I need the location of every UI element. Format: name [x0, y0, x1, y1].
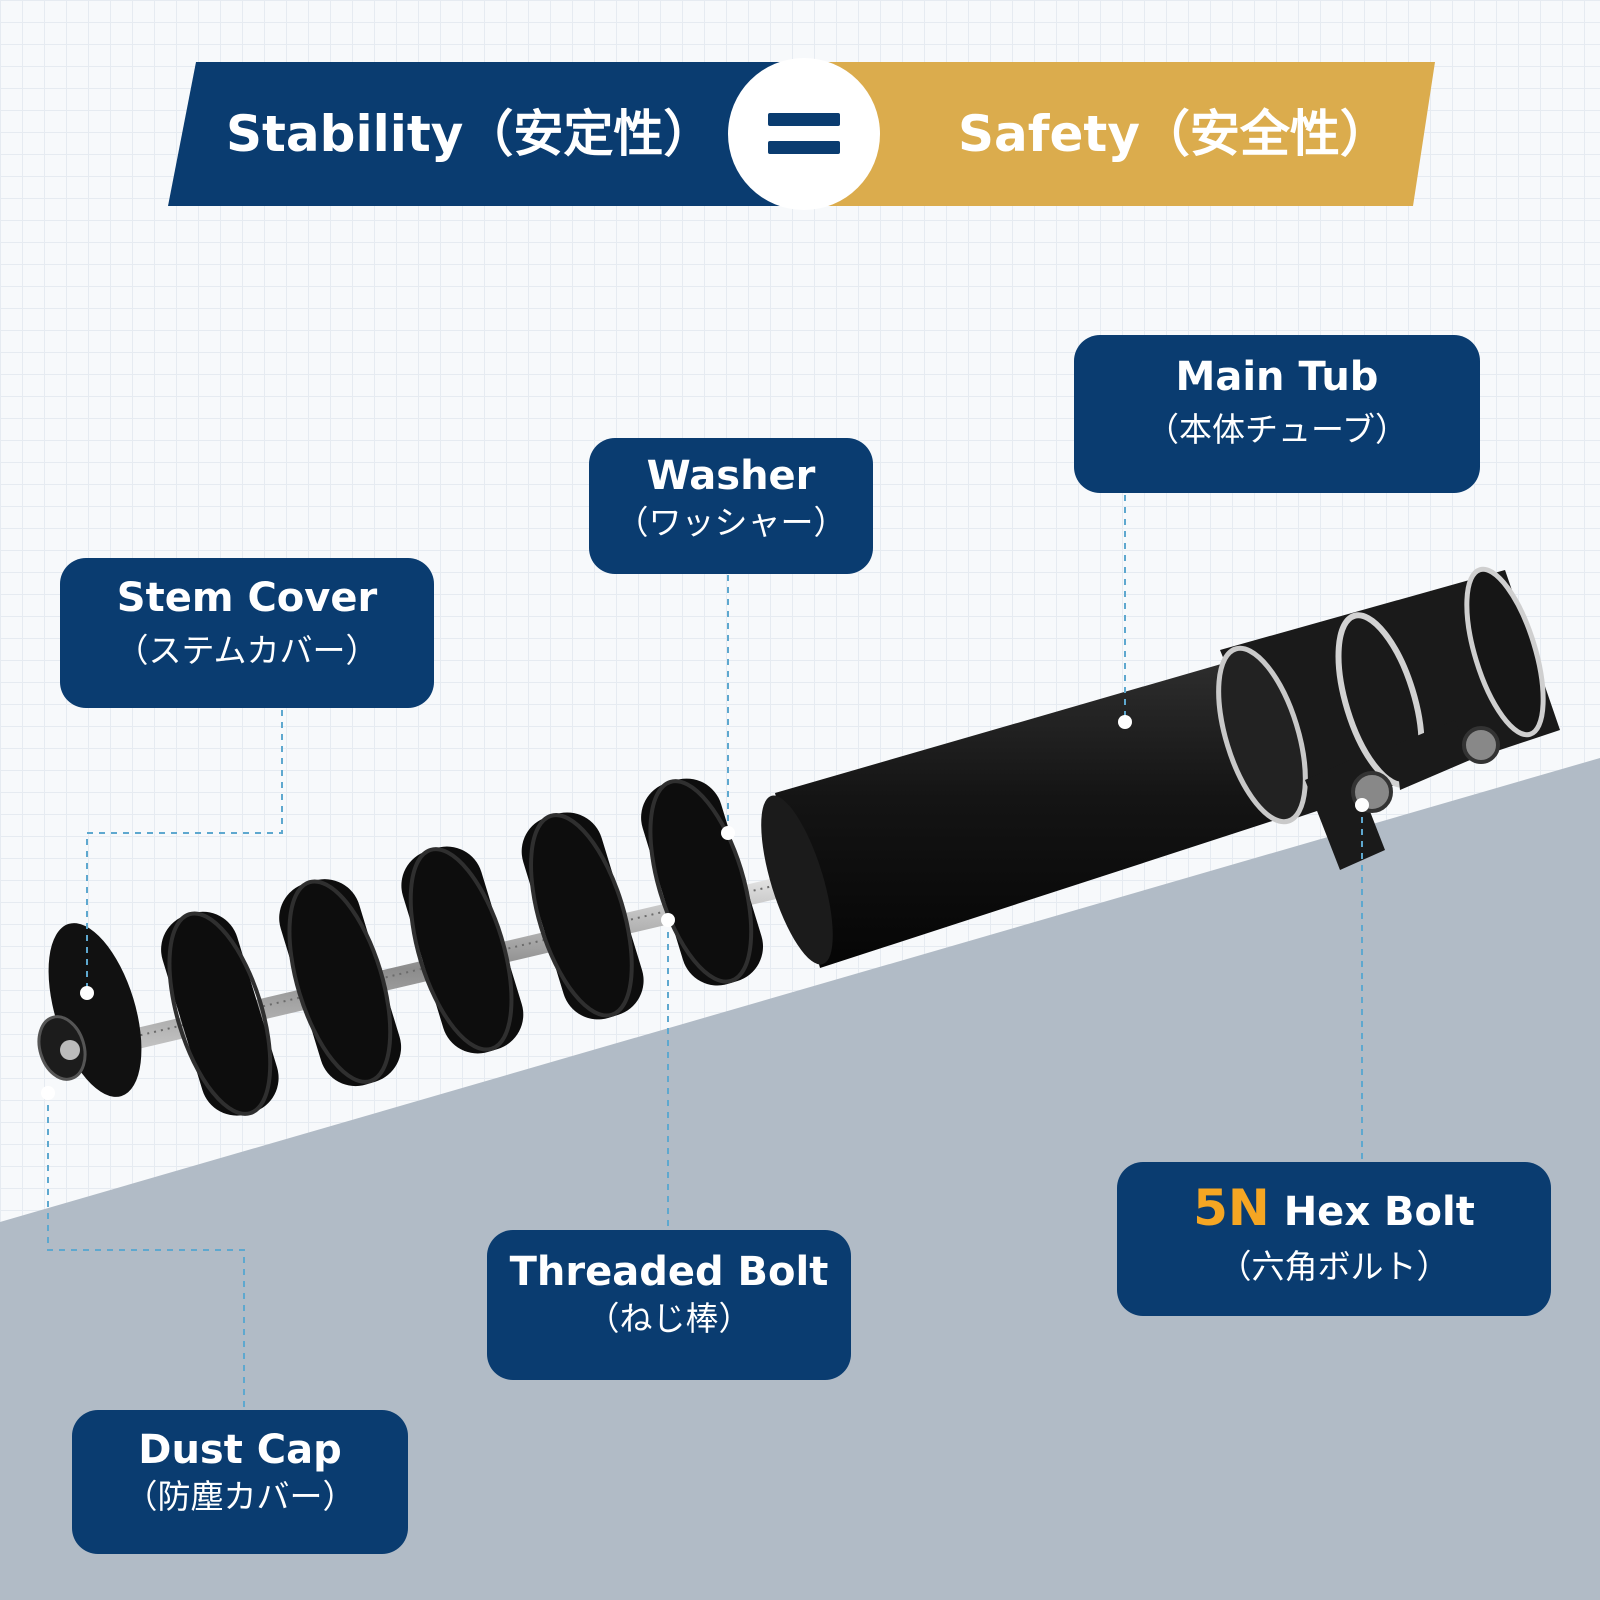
washers: [161, 778, 764, 1116]
dust-cap-title: Dust Cap: [138, 1427, 342, 1473]
label-threaded-bolt: Threaded Bolt （ねじ棒）: [487, 1230, 851, 1380]
safety-text: Safety（安全性）: [958, 105, 1390, 163]
main-tub-title: Main Tub: [1175, 354, 1379, 400]
banner-safety: Safety（安全性）: [790, 62, 1435, 206]
leader-lines: [47, 495, 1363, 1408]
label-dust-cap: Dust Cap （防塵カバー）: [72, 1410, 408, 1554]
main-tube: [761, 566, 1560, 968]
stability-text: Stability（安定性）: [226, 105, 714, 163]
stem-cover-title: Stem Cover: [116, 575, 378, 621]
hex-bolt-title: 5N Hex Bolt: [1193, 1179, 1475, 1237]
threaded-bolt-title: Threaded Bolt: [509, 1249, 829, 1295]
anchor-dots: [41, 715, 1369, 1100]
hex-bolt-icon: [1462, 726, 1500, 764]
dust-cap: [37, 923, 142, 1097]
hex-bolt-torque: 5N: [1193, 1179, 1270, 1237]
washer-title: Washer: [646, 453, 816, 499]
threaded-bolt-subtitle: （ねじ棒）: [586, 1299, 752, 1338]
label-hex-bolt: 5N Hex Bolt （六角ボルト）: [1117, 1162, 1551, 1316]
banner-stability: Stability（安定性）: [168, 62, 818, 206]
label-main-tub: Main Tub （本体チューブ）: [1074, 335, 1480, 493]
stem-cover-subtitle: （ステムカバー）: [115, 631, 379, 670]
hex-bolt-subtitle: （六角ボルト）: [1218, 1247, 1450, 1286]
equals-icon: [728, 58, 880, 210]
dust-cap-subtitle: （防塵カバー）: [124, 1477, 356, 1516]
washer-subtitle: （ワッシャー）: [615, 503, 847, 542]
label-washer: Washer （ワッシャー）: [589, 438, 873, 574]
main-tub-subtitle: （本体チューブ）: [1145, 410, 1409, 449]
label-stem-cover: Stem Cover （ステムカバー）: [60, 558, 434, 708]
